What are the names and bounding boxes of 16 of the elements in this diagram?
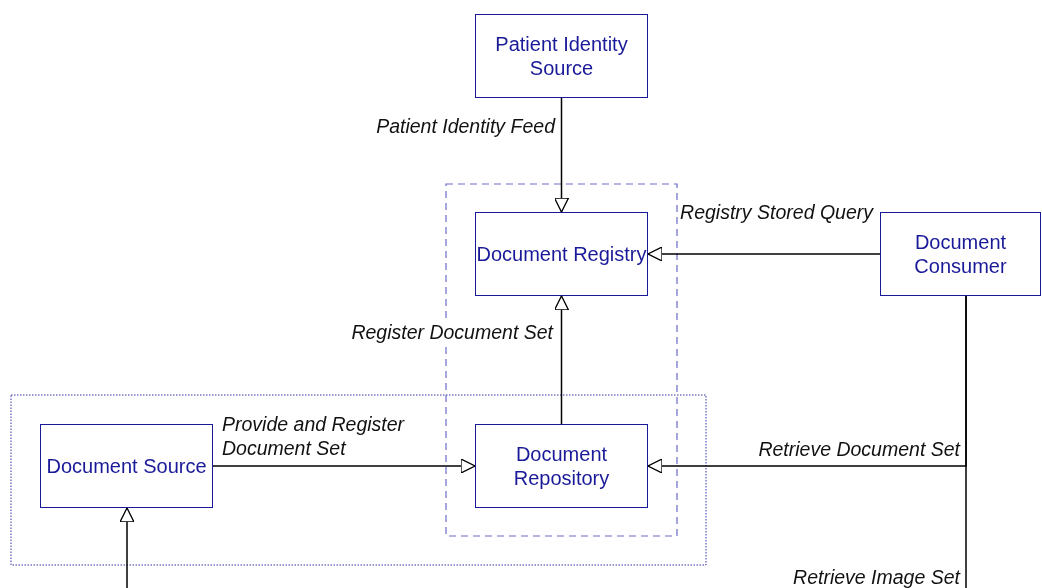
connector-arrow — [553, 97, 570, 213]
component-box — [475, 14, 648, 98]
component-box — [475, 424, 648, 508]
component-name: Document Repository — [512, 442, 611, 490]
component-name: Document Consumer — [913, 230, 1008, 278]
connector-arrow — [212, 458, 476, 474]
component-name: Document Source — [46, 454, 207, 478]
connector-arrow — [553, 295, 570, 425]
connector-arrow — [647, 246, 881, 262]
component-box — [880, 212, 1041, 296]
component-name: Document Registry — [476, 242, 647, 266]
edge-label: Register Document Set — [351, 320, 553, 344]
component-name: Patient Identity Source — [494, 32, 629, 80]
component-box — [40, 424, 213, 508]
component-box — [475, 212, 648, 296]
connector-arrow — [119, 507, 135, 588]
